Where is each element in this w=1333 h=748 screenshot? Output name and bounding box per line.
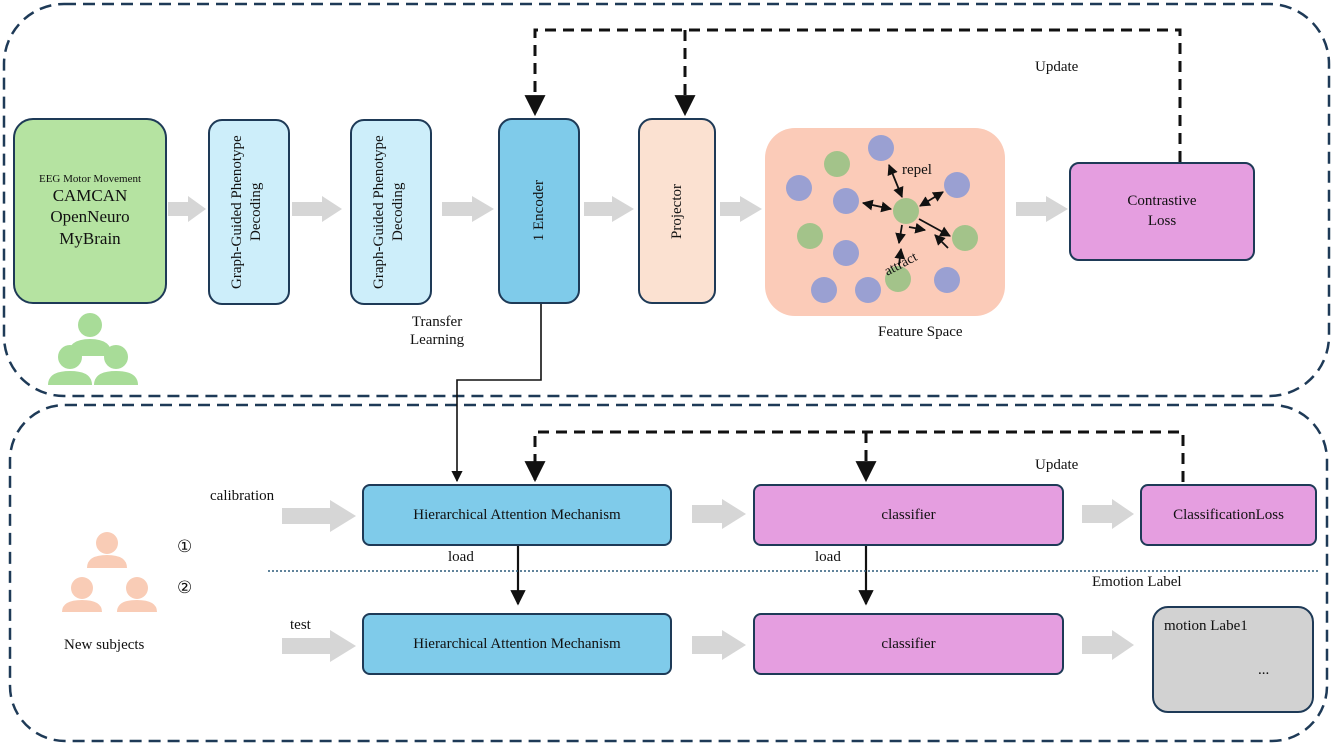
graph-decoding-block-1: Graph-Guided Phenotype Decoding xyxy=(208,119,290,305)
classification-loss-box: ClassificationLoss xyxy=(1140,484,1317,546)
interaction-arrows xyxy=(861,163,951,266)
person-group-orange xyxy=(62,532,157,612)
encoder-label: 1 Encoder xyxy=(530,180,547,242)
feature-space-label: Feature Space xyxy=(878,324,963,340)
classifier-calibration-box: classifier xyxy=(753,484,1064,546)
classification-loss-label: ClassificationLoss xyxy=(1173,506,1284,523)
dataset-box: EEG Motor Movement CAMCAN OpenNeuro MyBr… xyxy=(13,118,167,304)
dataset-line-1: EEG Motor Movement xyxy=(38,173,142,186)
graph-decoding-label-2: Graph-Guided Phenotype Decoding xyxy=(371,135,406,289)
attention-calibration-label: Hierarchical Attention Mechanism xyxy=(413,506,621,523)
flow-arrow xyxy=(1016,196,1068,222)
attention-test-label: Hierarchical Attention Mechanism xyxy=(413,635,621,652)
feature-dots xyxy=(786,135,978,303)
graph-decoding-label-1: Graph-Guided Phenotype Decoding xyxy=(229,135,264,289)
projector-block: Projector xyxy=(638,118,716,304)
dataset-line-4: MyBrain xyxy=(59,228,121,248)
dataset-line-2: CAMCAN xyxy=(52,186,128,206)
encoder-load-connector xyxy=(451,304,542,483)
flow-arrow xyxy=(168,196,206,222)
gray-flow-arrows xyxy=(168,196,1134,662)
graph-decoding-block-2: Graph-Guided Phenotype Decoding xyxy=(350,119,432,305)
classifier-calibration-label: classifier xyxy=(881,506,936,523)
flow-arrow xyxy=(1082,630,1134,660)
marker-1: ① xyxy=(177,537,193,556)
classifier-test-label: classifier xyxy=(881,635,936,652)
classifier-test-box: classifier xyxy=(753,613,1064,675)
flow-arrow xyxy=(1082,499,1134,529)
update-loop-bottom xyxy=(524,430,1185,483)
flow-arrow xyxy=(692,499,746,529)
flow-arrow xyxy=(282,630,356,662)
attention-test-box: Hierarchical Attention Mechanism xyxy=(362,613,672,675)
encoder-block: 1 Encoder xyxy=(498,118,580,304)
dataset-line-3: OpenNeuro xyxy=(50,207,130,227)
flow-arrow xyxy=(292,196,342,222)
emotion-output-line-2: ... xyxy=(1258,662,1270,678)
contrastive-loss-box: Contrastive Loss xyxy=(1069,162,1255,261)
flow-arrow xyxy=(282,500,356,532)
contrastive-loss-label: Contrastive Loss xyxy=(1127,193,1197,229)
update-loop-top xyxy=(524,28,1182,162)
repel-label: repel xyxy=(902,162,932,178)
update-label-top: Update xyxy=(1035,59,1079,75)
flow-arrow xyxy=(442,196,494,222)
projector-label: Projector xyxy=(668,183,685,239)
marker-2: ② xyxy=(177,578,193,597)
person-group-green xyxy=(48,313,138,385)
attention-calibration-box: Hierarchical Attention Mechanism xyxy=(362,484,672,546)
emotion-label-title: Emotion Label xyxy=(1092,574,1182,590)
load-label-2: load xyxy=(815,549,841,565)
flow-arrow xyxy=(720,196,762,222)
pretraining-frame xyxy=(2,2,1331,398)
finetuning-frame xyxy=(8,403,1329,743)
calibration-label: calibration xyxy=(210,488,275,504)
transfer-learning-label: Transfer Learning xyxy=(410,314,465,348)
new-subjects-label: New subjects xyxy=(64,637,145,653)
test-label: test xyxy=(290,617,311,633)
update-label-bottom: Update xyxy=(1035,457,1079,473)
load-label-1: load xyxy=(448,549,474,565)
emotion-output-line-1: motion Labe1 xyxy=(1164,618,1248,634)
flow-arrow xyxy=(584,196,634,222)
emotion-output-box: motion Labe1 ... xyxy=(1152,606,1314,713)
flow-arrow xyxy=(692,630,746,660)
